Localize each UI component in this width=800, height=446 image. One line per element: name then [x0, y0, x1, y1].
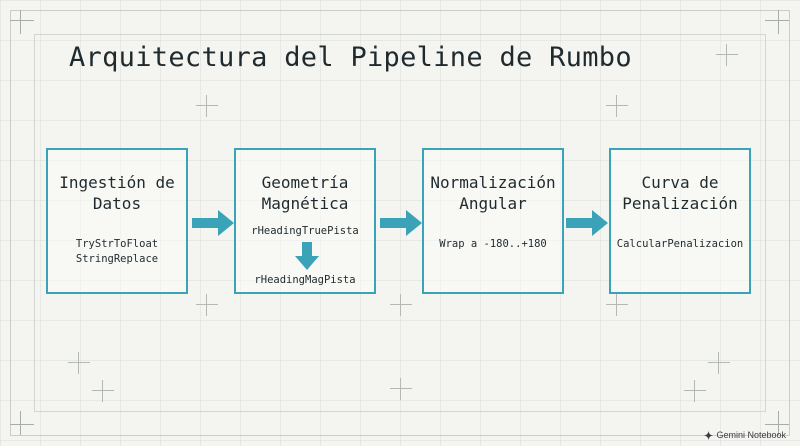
- corner-tick: [20, 10, 21, 34]
- crosshair-mark: [196, 95, 218, 117]
- crosshair-mark: [68, 352, 90, 374]
- stage-box-normalization: Normalización Angular Wrap a -180..+180: [422, 148, 564, 294]
- crosshair-mark: [606, 294, 628, 316]
- crosshair-mark: [708, 352, 730, 374]
- corner-tick: [778, 411, 779, 435]
- stage-detail: Wrap a -180..+180: [439, 238, 547, 250]
- corner-tick: [20, 411, 21, 435]
- inner-frame: [34, 34, 766, 412]
- stage-title: Curva de Penalización: [622, 173, 738, 213]
- arrow-right-icon: [566, 210, 608, 236]
- corner-tick: [10, 424, 34, 425]
- stage-title: Normalización Angular: [430, 173, 556, 213]
- stage-detail: rHeadingMagPista: [254, 274, 356, 286]
- corner-tick: [765, 20, 789, 21]
- stage-title: Ingestión de Datos: [59, 173, 175, 213]
- crosshair-mark: [684, 380, 706, 402]
- corner-tick: [778, 10, 779, 34]
- watermark-text: Gemini Notebook: [716, 430, 786, 440]
- stage-title: Geometría Magnética: [261, 173, 349, 213]
- watermark: Gemini Notebook: [704, 430, 786, 440]
- crosshair-mark: [390, 294, 412, 316]
- corner-tick: [765, 424, 789, 425]
- stage-box-geometry: Geometría Magnética rHeadingTruePista rH…: [234, 148, 376, 294]
- crosshair-mark: [92, 380, 114, 402]
- stage-box-penalty: Curva de Penalización CalcularPenalizaci…: [609, 148, 751, 294]
- stage-detail: rHeadingTruePista: [251, 225, 359, 237]
- crosshair-mark: [716, 44, 738, 66]
- stage-box-ingestion: Ingestión de Datos TryStrToFloat StringR…: [46, 148, 188, 294]
- diagram-title: Arquitectura del Pipeline de Rumbo: [69, 42, 632, 73]
- arrow-right-icon: [192, 210, 234, 236]
- arrow-down-icon: [295, 242, 319, 270]
- crosshair-mark: [196, 294, 218, 316]
- arrow-right-icon: [380, 210, 422, 236]
- stage-detail: CalcularPenalizacion: [616, 238, 744, 250]
- crosshair-mark: [606, 95, 628, 117]
- stage-detail: StringReplace: [75, 253, 159, 265]
- crosshair-mark: [390, 378, 412, 400]
- corner-tick: [10, 20, 34, 21]
- stage-detail: TryStrToFloat: [75, 238, 159, 250]
- outer-frame: [10, 10, 790, 436]
- gemini-sparkle-icon: [704, 430, 714, 440]
